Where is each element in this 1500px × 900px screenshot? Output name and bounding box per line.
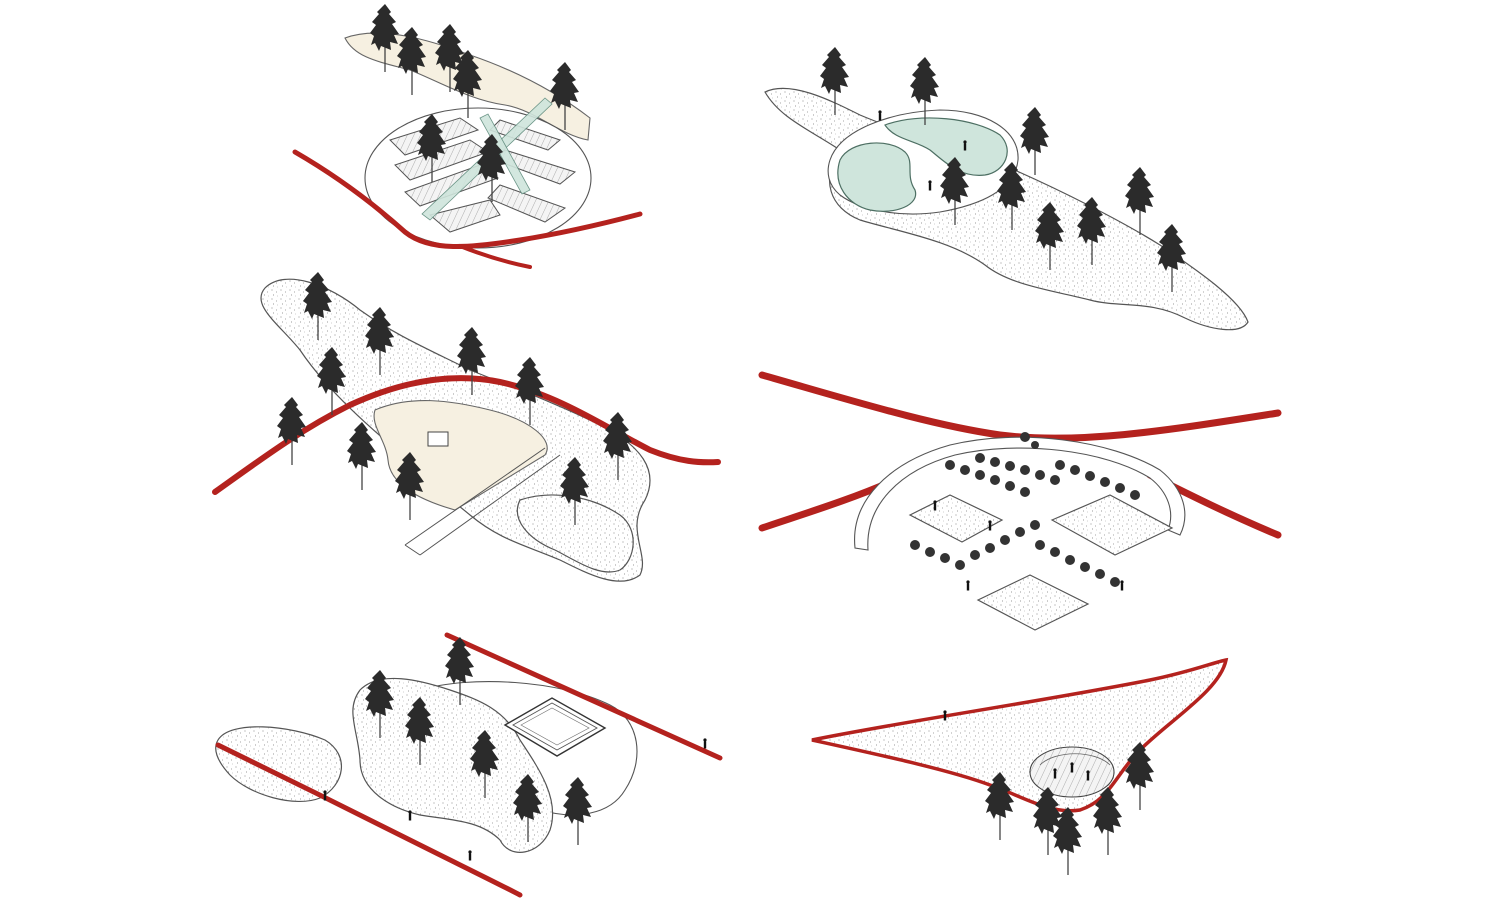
person-icon: [878, 110, 882, 121]
person-icon: [703, 738, 707, 749]
person-icon: [1086, 770, 1090, 781]
person-icon: [408, 810, 412, 821]
tree-icon: [276, 396, 307, 466]
stippled-oval: [215, 726, 342, 802]
panel-circular-terraced-garden: [292, 3, 643, 269]
amphitheater-steps: [1039, 753, 1111, 766]
tree-icon: [1019, 106, 1050, 176]
orchard-trees: [910, 432, 1140, 587]
tree-icon: [346, 421, 377, 491]
person-icon: [323, 790, 327, 801]
person-icon: [933, 500, 937, 511]
pond-2: [884, 117, 1008, 176]
person-icon: [963, 140, 967, 151]
person-icon: [966, 580, 970, 591]
tree-icon: [1124, 166, 1155, 236]
stippled-square: [908, 494, 1004, 543]
person-icon: [1070, 762, 1074, 773]
panel-square-pavilion-park: [215, 632, 723, 898]
panel-triangular-plaza-amphitheater: [811, 657, 1229, 876]
red-path-upper: [444, 632, 723, 761]
red-path: [215, 742, 523, 898]
red-path: [758, 371, 1282, 442]
stippled-lobe: [516, 494, 634, 573]
triangular-plaza: [811, 659, 1227, 812]
curved-wall: [854, 436, 1186, 551]
person-icon: [928, 180, 932, 191]
kiosk: [427, 431, 449, 447]
walkway: [404, 447, 561, 556]
stippled-square-3: [976, 574, 1090, 631]
stippled-ground: [764, 87, 1249, 331]
stippled-square-2: [1050, 494, 1174, 556]
square-pavilion: [503, 697, 607, 757]
pond: [837, 142, 917, 212]
person-icon: [1053, 768, 1057, 779]
person-icon: [988, 520, 992, 531]
person-icon: [943, 710, 947, 721]
person-icon: [1120, 580, 1124, 591]
panel-wooded-hill-plaza: [212, 271, 721, 582]
stippled-ground: [352, 677, 554, 853]
teal-walkway-2: [479, 113, 531, 195]
red-path: [292, 149, 643, 249]
panel-pond-park-strip: [764, 46, 1249, 331]
person-icon: [468, 850, 472, 861]
red-path-branch: [458, 244, 532, 269]
panel-arc-garden-orchard: [758, 371, 1282, 631]
red-path: [811, 657, 1229, 813]
